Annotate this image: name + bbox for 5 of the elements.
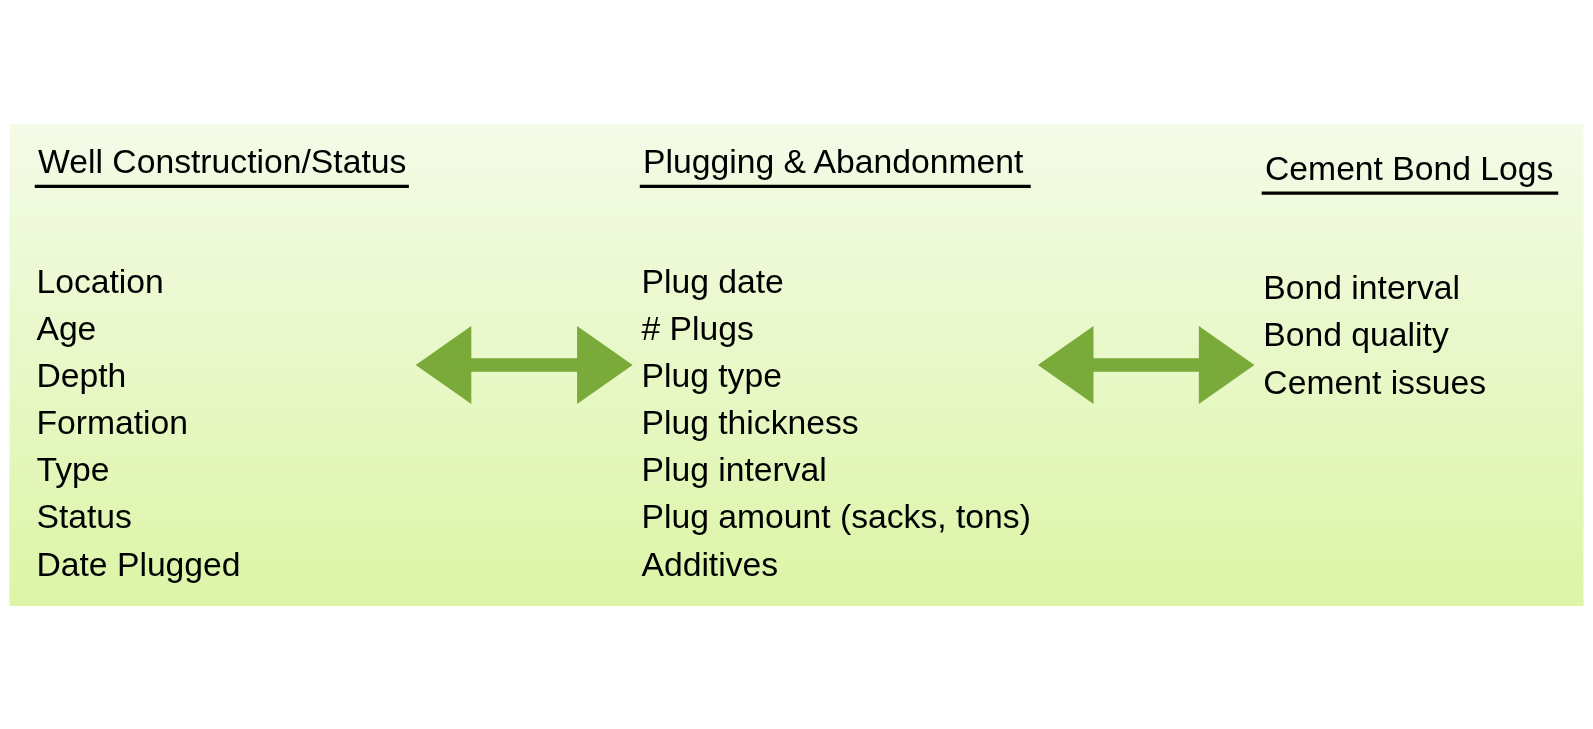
- arrow: [415, 325, 633, 404]
- node-text: Well Construction/Status Location Age Depth Formation Type Status Date Plugged: [36, 141, 407, 583]
- node-text: Plugging & Abandonment Plug date # Plugs Plug type Plug thickness Plug interval Plug amount (sacks, tons) Additives: [641, 141, 1031, 583]
- node-text: Cement Bond Logs Bond interval Bond quality Cement issues: [1263, 148, 1554, 401]
- arrow: [1037, 325, 1255, 404]
